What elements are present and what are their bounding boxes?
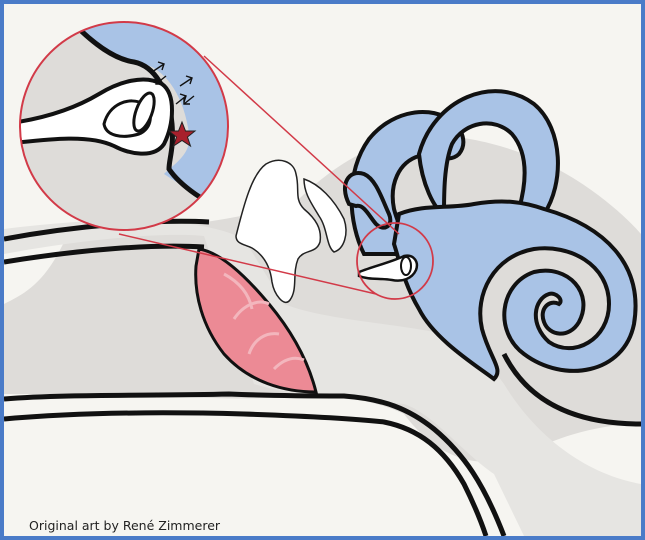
art-credit: Original art by René Zimmerer — [29, 518, 220, 533]
stapes-footplate-small — [401, 257, 411, 275]
ear-anatomy-illustration — [4, 4, 641, 536]
magnified-inset — [4, 4, 244, 244]
